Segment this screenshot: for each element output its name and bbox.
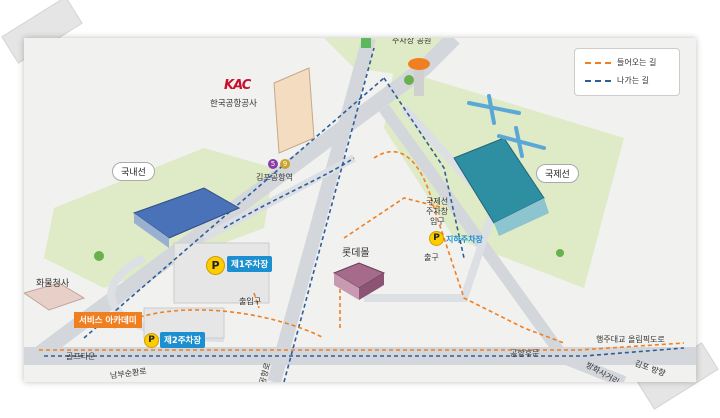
intl-parking-entrance-line1: 국제선 [426, 197, 449, 206]
map-frame[interactable]: 주차장 공원 KAC 한국공항공사 국내선 국제선 5 9 김포공항역 롯데몰 … [24, 38, 696, 382]
kac-name-label: 한국공항공사 [210, 99, 257, 109]
cargo-building-label: 화물청사 [36, 279, 70, 289]
parking-2-icon[interactable]: P [144, 333, 159, 348]
intl-parking-entrance-line2: 주차장 [426, 207, 449, 216]
route-outgoing-3 [44, 347, 685, 357]
road-central-vertical [267, 38, 376, 382]
intl-terminal-wall [494, 198, 549, 236]
subway-line-5: 5 [268, 159, 278, 169]
route-incoming-2 [373, 151, 565, 344]
map-graphics [24, 38, 696, 382]
entrance-exit-label: 출입구 [239, 297, 262, 306]
subway-line-9: 9 [280, 159, 290, 169]
underground-parking-icon[interactable]: P [429, 231, 444, 246]
tree-1 [94, 251, 104, 261]
lotte-mall-front [334, 273, 359, 300]
domestic-terminal-label[interactable]: 국내선 [112, 162, 155, 181]
control-tower [414, 66, 424, 96]
international-terminal-label[interactable]: 국제선 [536, 164, 579, 183]
gimpo-station-label: 김포공항역 [256, 173, 293, 182]
tree-3 [556, 249, 564, 257]
parking-1-icon[interactable]: P [206, 256, 225, 275]
golf-town-label: 골프타운 [66, 352, 96, 361]
cargo-building [24, 282, 86, 311]
intl-parking-entrance-line3: 입구 [430, 217, 445, 226]
parking-1-label[interactable]: 제1주차장 [227, 256, 273, 272]
plane-2 [497, 126, 546, 158]
tree-2 [404, 75, 414, 85]
route-outgoing-4 [283, 47, 375, 382]
control-tower-top [408, 58, 430, 70]
hospital-marker [361, 38, 371, 48]
top-truncated-label: 주차장 공원 [392, 38, 432, 45]
underground-parking-label[interactable]: 지하주차장 [446, 235, 483, 244]
road-terminal-link [202, 154, 356, 242]
outgoing-route-swatch [585, 80, 611, 82]
parking-lot-1 [173, 242, 270, 304]
lotte-mall-side [359, 273, 384, 300]
domestic-terminal-wall [134, 213, 169, 248]
route-incoming-3 [343, 197, 445, 239]
haengju-road-label: 행주대교 올림픽도로 [596, 335, 665, 344]
route-incoming-6 [253, 292, 260, 309]
incoming-route-label: 들어오는 길 [617, 58, 657, 67]
kac-building [273, 67, 315, 154]
parking-2-label[interactable]: 제2주차장 [160, 332, 206, 348]
kac-logo: KAC [224, 78, 251, 93]
plane-1 [467, 94, 521, 125]
airport-back-gate-label: 공항후문 [510, 349, 540, 358]
road-right-diagonal [379, 104, 627, 382]
exit-label: 출구 [424, 253, 439, 262]
route-incoming-1 [39, 342, 685, 351]
map-legend: 들어오는 길 나가는 길 [574, 48, 680, 96]
service-academy-label[interactable]: 서비스 아카데미 [74, 312, 142, 328]
road-triangle-loop [364, 105, 499, 302]
outgoing-route-label: 나가는 길 [617, 76, 649, 85]
route-outgoing-2 [383, 77, 465, 259]
lotte-mall-label: 롯데몰 [342, 248, 370, 259]
incoming-route-swatch [585, 62, 611, 64]
route-outgoing-5 [223, 157, 355, 229]
